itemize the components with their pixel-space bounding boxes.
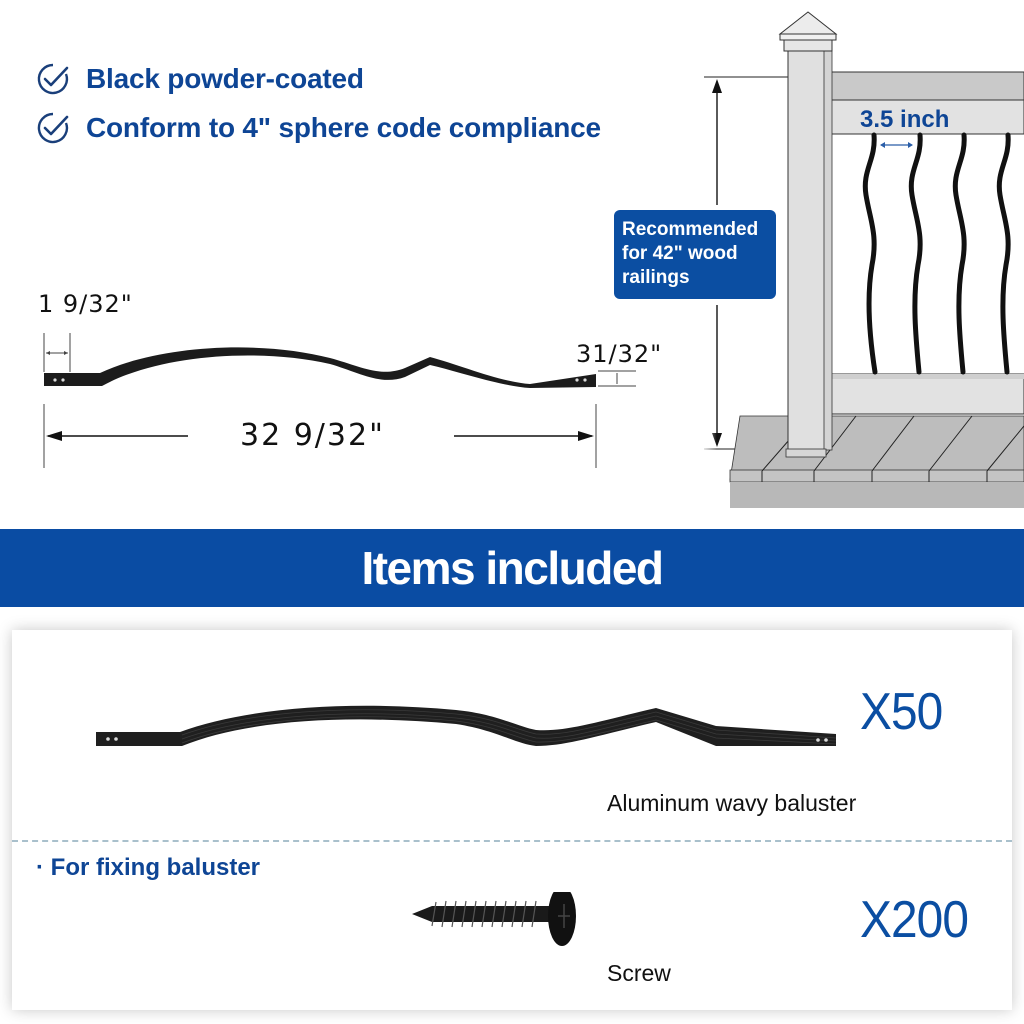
screw-quantity: X200 (860, 891, 969, 949)
end-length-dimension: 1 9/32" (38, 290, 133, 318)
feature-label: Conform to 4" sphere code compliance (86, 112, 601, 143)
wavy-baluster-icon (96, 705, 837, 746)
screw-label: Screw (607, 960, 671, 986)
feature-sphere-code: Conform to 4" sphere code compliance (36, 111, 601, 145)
width-dimension: 31/32" (576, 340, 663, 368)
items-included-banner: Items included (0, 529, 1024, 607)
check-circle-icon (37, 63, 69, 95)
baluster-quantity: X50 (860, 683, 943, 741)
screw-note: · For fixing baluster (36, 854, 261, 881)
wavy-baluster-icon (44, 347, 596, 388)
items-card: X50 Aluminum wavy baluster · For fixing … (12, 630, 1012, 1010)
baluster-dimension-drawing (43, 76, 790, 468)
total-length-dimension: 32 9/32" (240, 418, 385, 453)
feature-label: Black powder-coated (86, 63, 364, 94)
banner-title: Items included (361, 542, 664, 594)
screw-icon (412, 892, 576, 946)
badge-line: Recommended (622, 219, 759, 240)
badge-line: for 42" wood (622, 243, 738, 264)
spacing-label: 3.5 inch (860, 106, 950, 133)
railing-illustration (700, 11, 1024, 520)
baluster-label: Aluminum wavy baluster (607, 790, 857, 816)
feature-powder-coated: Black powder-coated (36, 62, 364, 96)
badge-line: railings (622, 267, 690, 288)
dashed-divider (12, 840, 1012, 842)
check-circle-icon (37, 112, 69, 144)
recommended-badge: Recommended for 42" wood railings (614, 210, 776, 299)
